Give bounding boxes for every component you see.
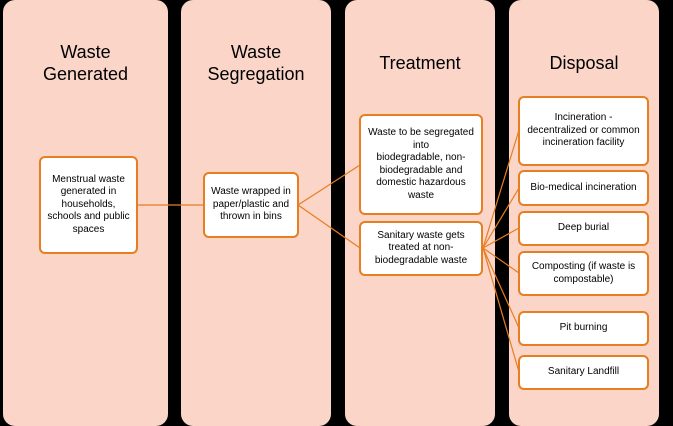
disposal-item-text: Pit burning (559, 322, 608, 334)
disposal-sanitary-landfill-box: Sanitary Landfill (518, 355, 649, 390)
connector-line (297, 164, 361, 206)
disposal-pit-burning-box: Pit burning (518, 311, 649, 346)
disposal-deep-burial-box: Deep burial (518, 211, 649, 246)
disposal-item-text: Sanitary Landfill (547, 366, 620, 378)
disposal-biomedical-box: Bio-medical incineration (518, 170, 649, 206)
disposal-item-text: Incineration - decentralized or common i… (527, 112, 640, 149)
disposal-item-text: Deep burial (557, 222, 610, 234)
segregation-text: Waste wrapped in paper/plastic and throw… (211, 186, 291, 223)
treatment-biodegradable-text: Waste to be segregated into biodegradabl… (368, 127, 474, 201)
disposal-composting-box: Composting (if waste is compostable) (518, 251, 649, 296)
column-title: Waste Generated (42, 42, 129, 84)
connector-line (482, 227, 520, 249)
treatment-sanitary-text: Sanitary waste gets treated at non-biode… (374, 229, 468, 266)
column-title: Disposal (549, 53, 619, 73)
connector-line (297, 204, 361, 249)
treatment-biodegradable-box: Waste to be segregated into biodegradabl… (359, 114, 483, 215)
generated-text: Menstrual waste generated in households,… (47, 173, 130, 235)
connector-line (482, 247, 520, 329)
segregation-box: Waste wrapped in paper/plastic and throw… (203, 172, 299, 238)
treatment-sanitary-box: Sanitary waste gets treated at non-biode… (359, 221, 483, 276)
column-title: Waste Segregation (207, 42, 305, 84)
connector-line (482, 247, 520, 373)
disposal-incineration-box: Incineration - decentralized or common i… (518, 96, 649, 166)
connector-line (482, 187, 520, 249)
disposal-item-text: Composting (if waste is compostable) (531, 261, 636, 285)
column-title: Treatment (379, 53, 461, 73)
connector-line (482, 129, 520, 249)
connector-line (482, 247, 520, 274)
disposal-item-text: Bio-medical incineration (530, 181, 637, 193)
generated-box: Menstrual waste generated in households,… (39, 156, 138, 254)
